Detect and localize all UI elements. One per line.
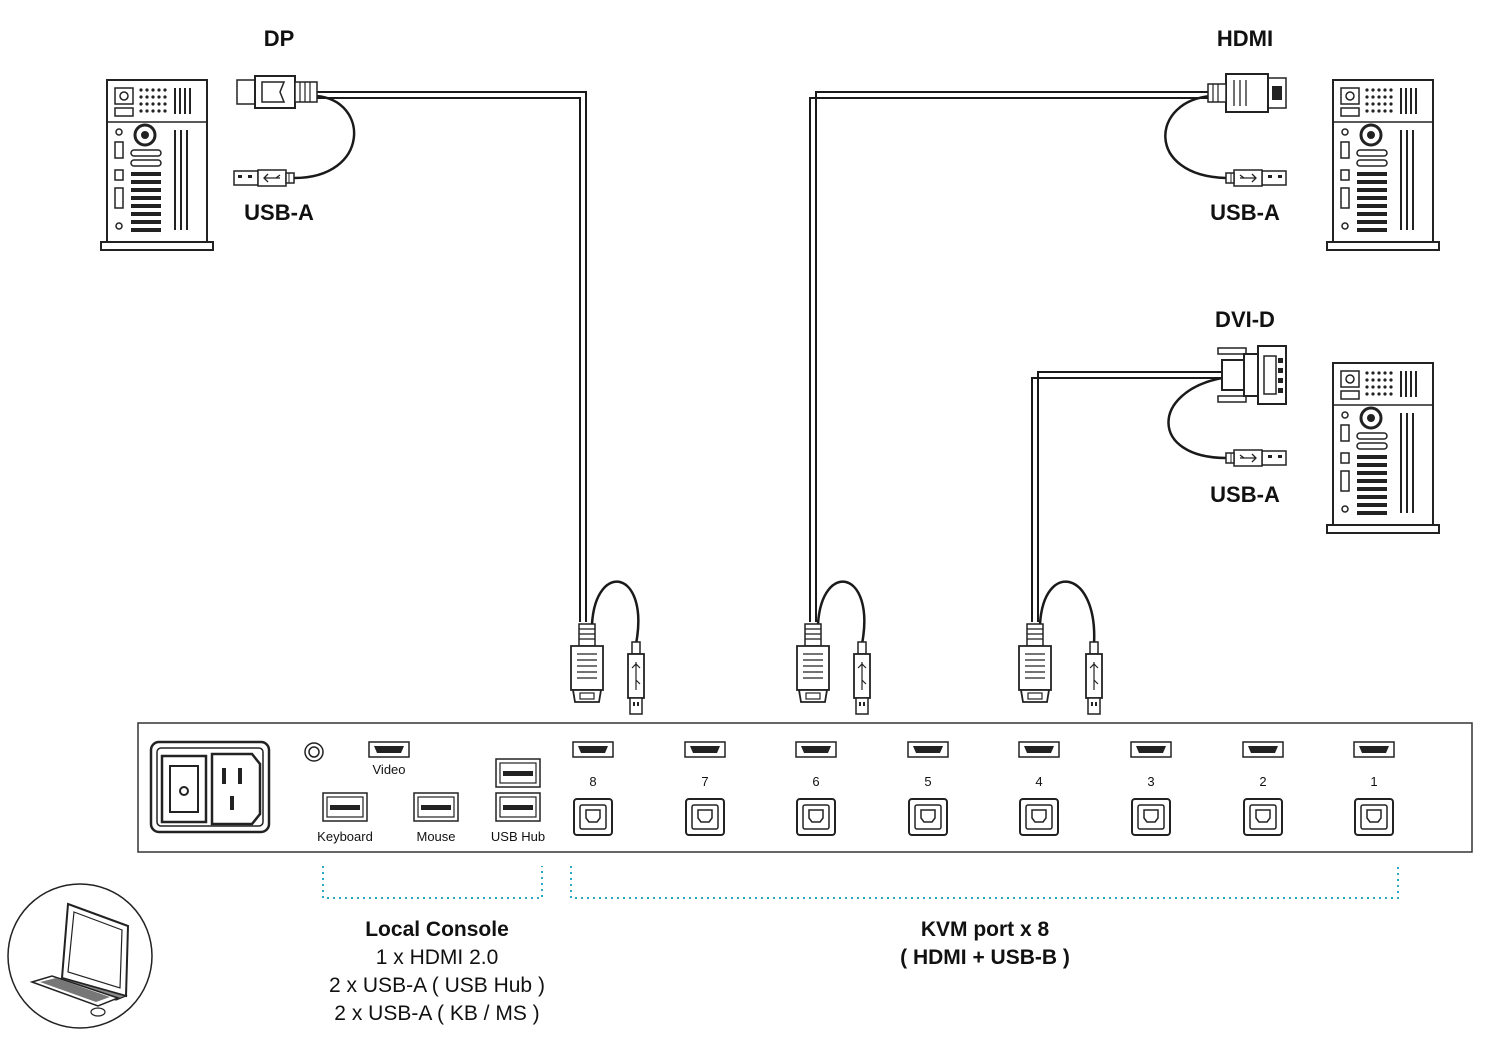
kvm-port-number: 3: [1147, 774, 1155, 789]
audio-jack-icon: [304, 742, 324, 762]
usb-plug-dvi-icon: [1225, 449, 1287, 467]
kvm-hdmi-port-icon: [795, 741, 837, 758]
dvi-cable: [1037, 371, 1222, 622]
kvm-usbb-port-icon: [796, 798, 836, 836]
kvm-usbb-port-icon: [685, 798, 725, 836]
kvm-hdmi-port-icon: [1018, 741, 1060, 758]
usb-plug-kvm6-icon: [853, 641, 871, 715]
kvm-hdmi-port-icon: [684, 741, 726, 758]
kvm-ports-title: KVM port x 8: [920, 918, 1050, 941]
local-console-line: 2 x USB-A ( KB / MS ): [334, 1002, 540, 1025]
kvm-ports-subtitle: ( HDMI + USB-B ): [900, 946, 1070, 969]
kvm-port-number: 6: [812, 774, 820, 789]
console-keyboard-port-icon: [322, 792, 368, 822]
console-laptop-icon: [7, 883, 153, 1029]
dvi-plug-icon: [1217, 345, 1287, 405]
dp-cable: [316, 91, 587, 622]
kvm-usbb-port-icon: [1243, 798, 1283, 836]
console-video-label: Video: [372, 762, 406, 777]
kvm-hdmi-port-icon: [1130, 741, 1172, 758]
kvm-port-number: 2: [1259, 774, 1267, 789]
dvi-d-label: DVI-D: [1215, 307, 1275, 332]
kvm-usbb-port-icon: [908, 798, 948, 836]
kvm-ports-bracket: [570, 866, 1399, 899]
hdmi-plug-icon: [1207, 73, 1287, 113]
console-usbhub-port-2-icon: [495, 792, 541, 822]
computer-dp-icon: [99, 78, 215, 252]
local-console-bracket: [322, 866, 543, 899]
usb-plug-hdmi-icon: [1225, 169, 1287, 187]
usb-plug-kvm4-icon: [1085, 641, 1103, 715]
console-mouse-port-icon: [413, 792, 459, 822]
dp-plug-icon: [236, 75, 318, 109]
kvm-port-number: 8: [589, 774, 597, 789]
local-console-title: Local Console: [365, 918, 509, 941]
usb-plug-dp-icon: [233, 169, 295, 187]
hdmi-plug-kvm4-icon: [1018, 623, 1052, 703]
kvm-port-number: 4: [1035, 774, 1043, 789]
console-mouse-label: Mouse: [416, 829, 456, 844]
kvm-hdmi-port-icon: [1353, 741, 1395, 758]
kvm-usbb-port-icon: [573, 798, 613, 836]
kvm-usbb-port-icon: [1354, 798, 1394, 836]
console-keyboard-label: Keyboard: [317, 829, 373, 844]
usb-cables: [293, 94, 1227, 645]
usb-a-label-dp: USB-A: [244, 200, 314, 225]
kvm-usbb-port-icon: [1131, 798, 1171, 836]
kvm-usbb-port-icon: [1019, 798, 1059, 836]
kvm-port-number: 7: [701, 774, 709, 789]
local-console-line: 2 x USB-A ( USB Hub ): [329, 974, 545, 997]
kvm-port-number: 1: [1370, 774, 1378, 789]
console-usbhub-label: USB Hub: [490, 829, 546, 844]
kvm-hdmi-port-icon: [907, 741, 949, 758]
hdmi-cable: [815, 91, 1210, 622]
local-console-line: 1 x HDMI 2.0: [375, 946, 499, 969]
computer-hdmi-icon: [1325, 78, 1441, 252]
brackets: [322, 866, 1399, 899]
hdmi-plug-kvm8-icon: [570, 623, 604, 703]
console-video-port-icon: [368, 741, 410, 758]
console-usbhub-port-1-icon: [495, 758, 541, 788]
kvm-port-number: 5: [924, 774, 932, 789]
cables: [316, 91, 1222, 622]
hdmi-label: HDMI: [1216, 26, 1274, 51]
power-inlet-icon: [149, 740, 271, 834]
kvm-hdmi-port-icon: [572, 741, 614, 758]
usb-a-label-dvi: USB-A: [1210, 482, 1280, 507]
dp-label: DP: [263, 26, 295, 51]
computer-dvi-icon: [1325, 361, 1441, 535]
usb-a-label-hdmi: USB-A: [1210, 200, 1280, 225]
usb-plug-kvm8-icon: [627, 641, 645, 715]
hdmi-plug-kvm6-icon: [796, 623, 830, 703]
kvm-hdmi-port-icon: [1242, 741, 1284, 758]
